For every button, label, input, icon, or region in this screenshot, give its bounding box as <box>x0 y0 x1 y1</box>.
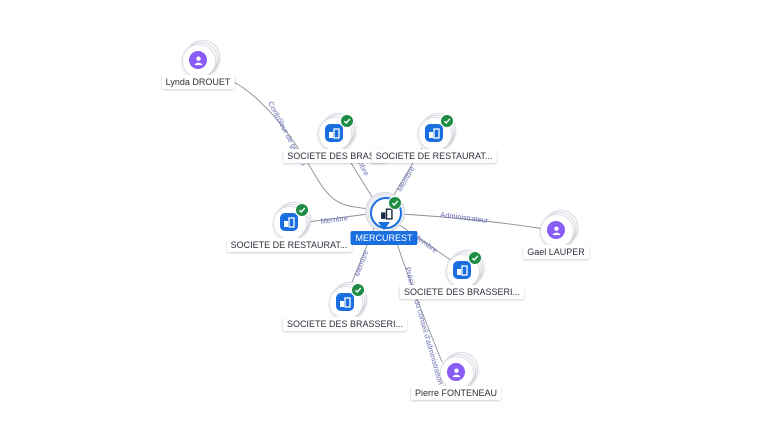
edge-label-c2: Membre <box>395 165 417 193</box>
edge-label-c3: Membre <box>320 213 349 226</box>
edge-c4 <box>394 221 459 266</box>
verified-check-icon <box>388 196 402 210</box>
company-icon <box>453 261 471 279</box>
verified-check-icon <box>295 203 309 217</box>
person-icon <box>447 363 465 381</box>
node-label[interactable]: Lynda DROUET <box>161 75 235 89</box>
company-icon <box>325 124 343 142</box>
company-icon <box>336 293 354 311</box>
company-icon <box>425 124 443 142</box>
verified-check-icon <box>468 251 482 265</box>
verified-check-icon <box>340 114 354 128</box>
person-icon <box>189 51 207 69</box>
company-icon <box>280 213 298 231</box>
node-label[interactable]: Pierre FONTENEAU <box>410 386 502 400</box>
center-label[interactable]: MERCUREST <box>350 231 418 245</box>
node-label[interactable]: SOCIETE DES BRASSERI... <box>399 285 525 299</box>
edge-gael <box>399 213 546 230</box>
node-label[interactable]: SOCIETE DE RESTAURAT... <box>371 149 497 163</box>
edge-label-gael: Administrateur <box>440 210 490 225</box>
pin-icon <box>378 222 390 230</box>
edge-lynda <box>229 79 375 211</box>
verified-check-icon <box>351 283 365 297</box>
edge-c3 <box>299 213 369 224</box>
verified-check-icon <box>440 114 454 128</box>
node-label[interactable]: Gael LAUPER <box>523 245 589 259</box>
edge-label-c5: Membre <box>352 249 370 278</box>
node-label[interactable]: SOCIETE DE RESTAURAT... <box>226 238 352 252</box>
node-label[interactable]: SOCIETE DES BRASS <box>283 149 385 163</box>
person-icon <box>547 221 565 239</box>
node-label[interactable]: SOCIETE DES BRASSERI... <box>282 317 408 331</box>
